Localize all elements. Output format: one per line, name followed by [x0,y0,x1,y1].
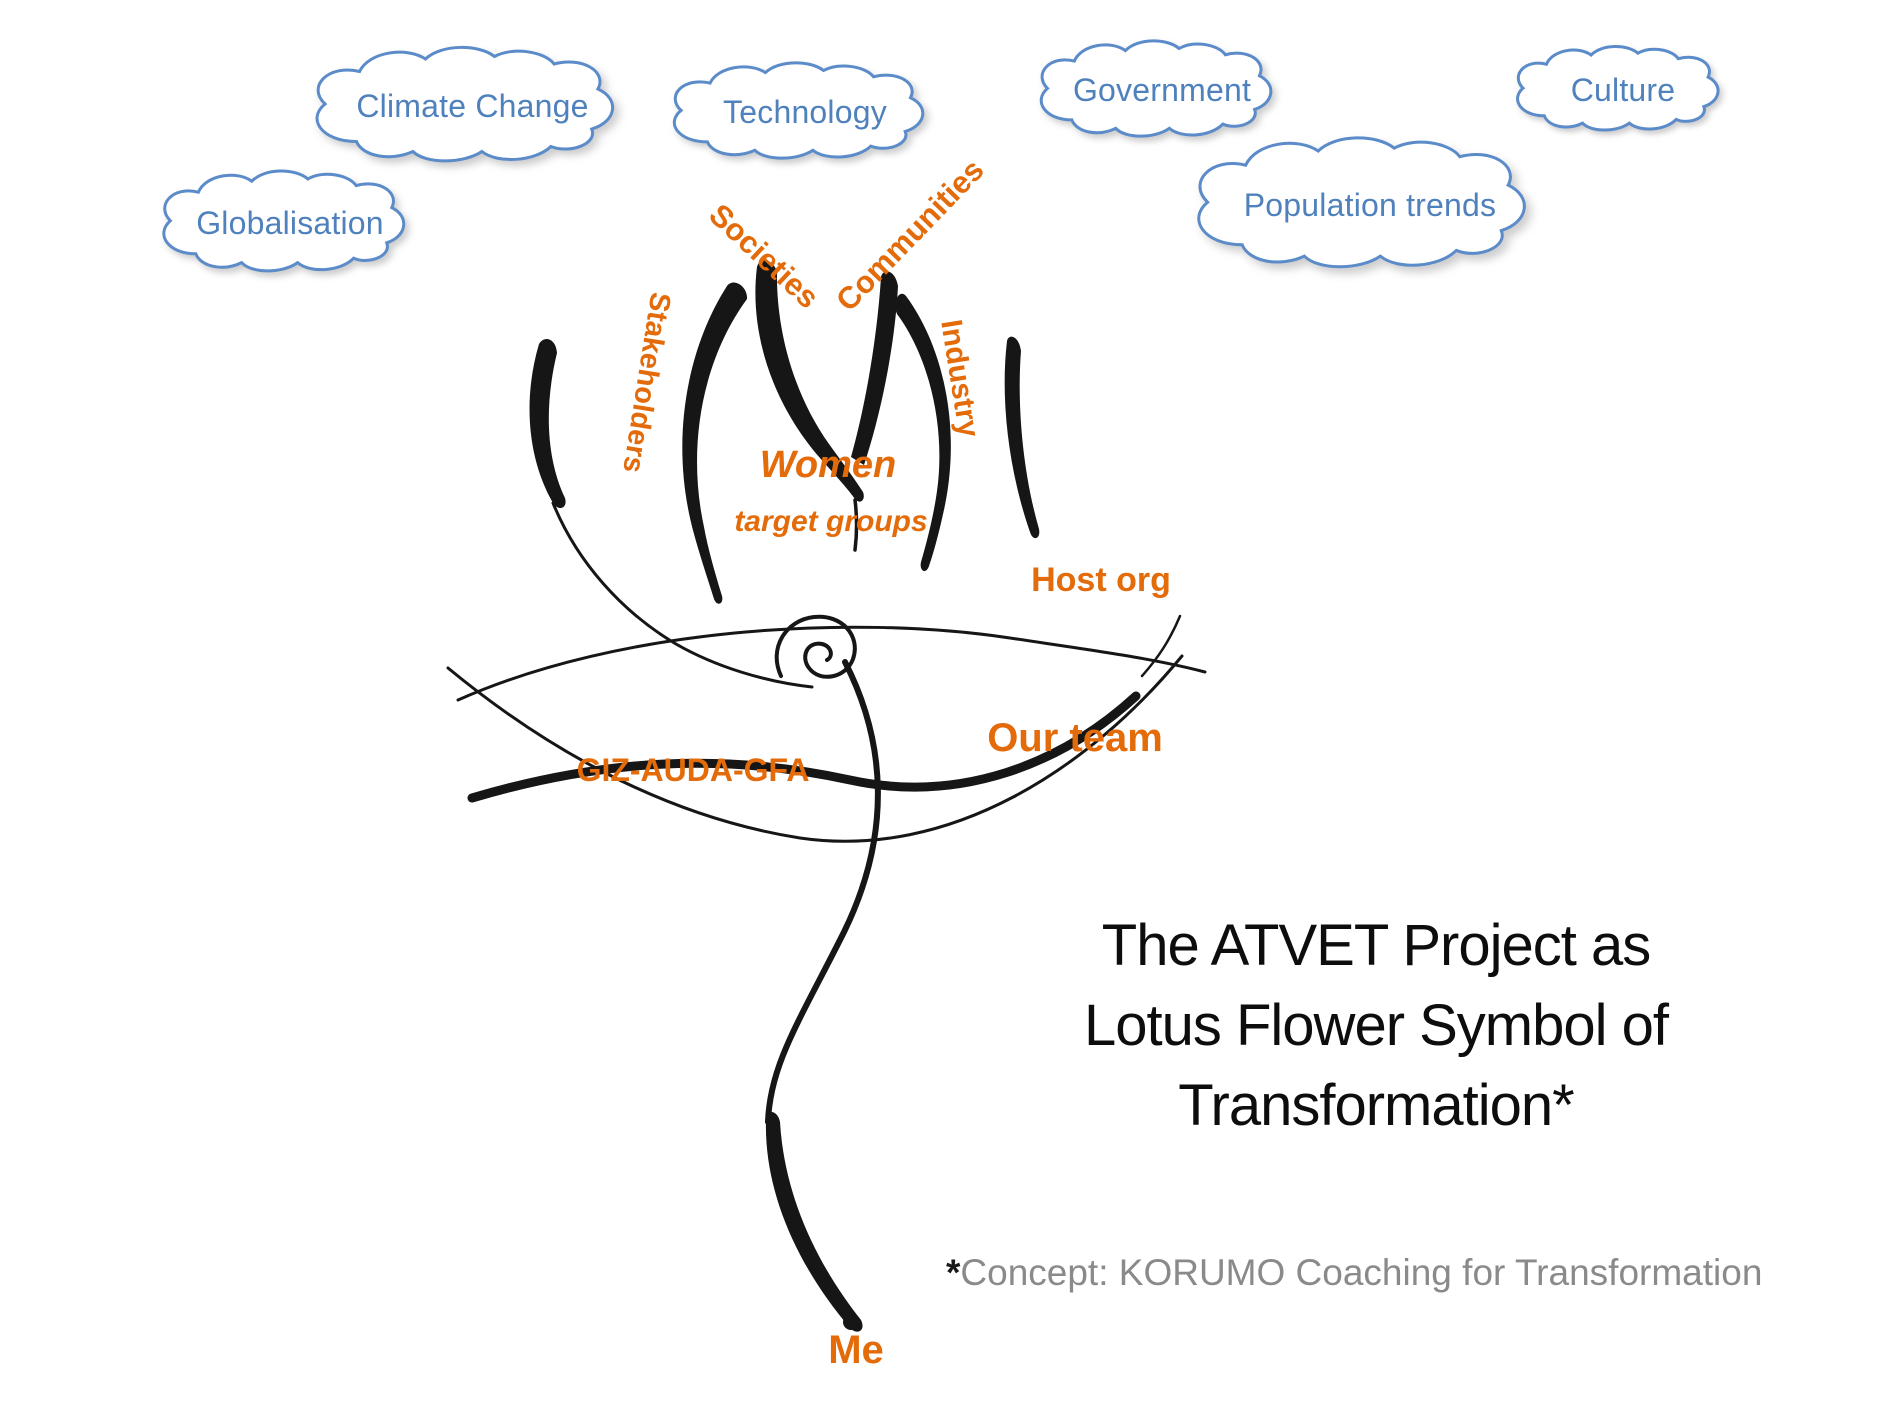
petal-left-inner [682,282,748,604]
center-spiral [774,614,857,679]
petal-left-outer [529,338,566,509]
stem-upper [765,659,881,1125]
footnote-text: Concept: KORUMO Coaching for Transformat… [960,1252,1763,1293]
lotus-leaves [446,501,1207,843]
cloud-government: Government [1028,38,1296,143]
cloud-label: Climate Change [356,88,589,124]
cloud-label: Culture [1570,71,1676,108]
concept-footnote: *Concept: KORUMO Coaching for Transforma… [946,1252,1806,1294]
petal-center-v-left [755,260,864,502]
cloud-globalisation: Globalisation [150,168,430,278]
leaf-arc-top [456,625,1207,702]
leaf-arc-thick [467,691,1141,803]
slide-title: The ATVET Project as Lotus Flower Symbol… [1016,906,1736,1146]
label-giz-auda-gfa: GIZ-AUDA-GFA [576,752,810,788]
lotus-stem [765,659,881,1332]
lotus-petals [529,260,1040,604]
label-target-groups: target groups [734,505,928,538]
stem-tip [843,1314,859,1330]
cloud-shape [300,44,645,169]
petal-right-outer [1004,336,1040,539]
label-host-org: Host org [1031,561,1171,599]
footnote-asterisk: * [946,1252,961,1293]
petal-left-tail-sweep [551,501,814,689]
cloud-shape [1028,38,1296,143]
label-our-team: Our team [987,716,1163,760]
petal-center-v-right [851,271,898,465]
label-women: Women [759,444,897,486]
cloud-shape [660,60,950,165]
label-me: Me [828,1328,884,1372]
cloud-population-trends: Population trends [1180,134,1560,276]
title-line-2: Lotus Flower Symbol of [1083,993,1669,1058]
cloud-climate-change: Climate Change [300,44,645,169]
cloud-technology: Technology [660,60,950,165]
title-line-1: The ATVET Project as [1101,913,1651,978]
cloud-label: Technology [723,94,887,130]
cloud-label: Globalisation [196,204,384,241]
petal-center-v-tail [853,498,859,552]
cloud-culture: Culture [1506,44,1740,136]
cloud-shape [1506,44,1740,136]
cloud-label: Government [1072,72,1252,108]
leaf-arc-bottom [446,654,1184,843]
leaf-right-cross-stub [1140,614,1182,678]
title-line-3: Transformation* [1178,1073,1574,1138]
stem-lower-taper [765,1111,863,1332]
cloud-shape [1180,134,1560,276]
petal-right-inner [895,293,951,572]
cloud-shape [150,168,430,278]
cloud-label: Population trends [1243,186,1497,223]
